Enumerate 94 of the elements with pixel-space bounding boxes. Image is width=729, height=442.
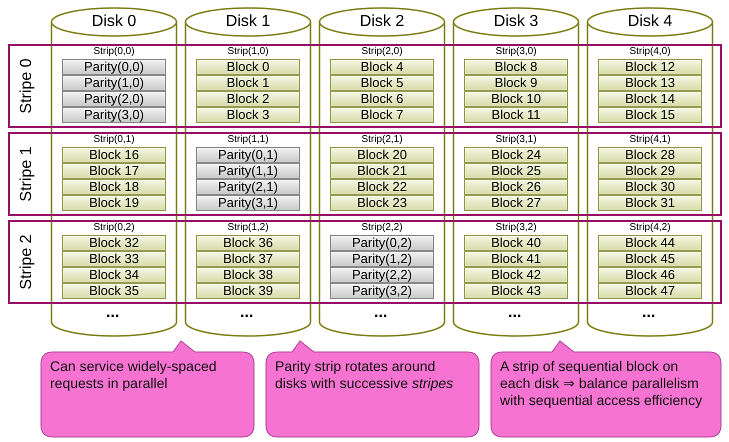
- data-block: Block 14: [598, 91, 702, 107]
- data-block: Block 40: [464, 235, 568, 251]
- strip-label: Strip(3,0): [494, 46, 538, 58]
- data-block: Block 23: [330, 195, 434, 211]
- strip-label: Strip(1,2): [226, 222, 270, 234]
- parity-block: Parity(2,0): [62, 91, 166, 107]
- disk-label: Disk 3: [492, 12, 540, 32]
- data-block: Block 20: [330, 147, 434, 163]
- data-block: Block 45: [598, 251, 702, 267]
- data-block: Block 26: [464, 179, 568, 195]
- data-block: Block 9: [464, 75, 568, 91]
- stripe-band: [8, 44, 722, 128]
- data-block: Block 17: [62, 163, 166, 179]
- data-block: Block 30: [598, 179, 702, 195]
- data-block: Block 16: [62, 147, 166, 163]
- data-block: Block 38: [196, 267, 300, 283]
- data-block: Block 8: [464, 59, 568, 75]
- data-block: Block 31: [598, 195, 702, 211]
- data-block: Block 36: [196, 235, 300, 251]
- disk-label: Disk 0: [90, 12, 138, 32]
- data-block: Block 37: [196, 251, 300, 267]
- data-block: Block 24: [464, 147, 568, 163]
- data-block: Block 7: [330, 107, 434, 123]
- data-block: Block 43: [464, 283, 568, 299]
- data-block: Block 21: [330, 163, 434, 179]
- strip-label: Strip(3,2): [494, 222, 538, 234]
- strip-label: Strip(1,0): [226, 46, 270, 58]
- stripe-label: Stripe 2: [17, 233, 36, 292]
- data-block: Block 19: [62, 195, 166, 211]
- strip-label: Strip(0,0): [92, 46, 136, 58]
- stripe-band: [8, 220, 722, 304]
- data-block: Block 6: [330, 91, 434, 107]
- data-block: Block 2: [196, 91, 300, 107]
- strip-label: Strip(4,0): [628, 46, 672, 58]
- data-block: Block 10: [464, 91, 568, 107]
- parity-block: Parity(3,1): [196, 195, 300, 211]
- data-block: Block 35: [62, 283, 166, 299]
- data-block: Block 15: [598, 107, 702, 123]
- data-block: Block 41: [464, 251, 568, 267]
- continuation-dots: ...: [508, 306, 522, 320]
- continuation-dots: ...: [642, 306, 656, 320]
- data-block: Block 13: [598, 75, 702, 91]
- continuation-dots: ...: [240, 306, 254, 320]
- data-block: Block 4: [330, 59, 434, 75]
- data-block: Block 28: [598, 147, 702, 163]
- strip-label: Strip(1,1): [226, 134, 270, 146]
- strip-label: Strip(0,2): [92, 222, 136, 234]
- disk-label: Disk 2: [358, 12, 406, 32]
- parity-block: Parity(0,1): [196, 147, 300, 163]
- strip-label: Strip(0,1): [92, 134, 136, 146]
- strip-label: Strip(4,1): [628, 134, 672, 146]
- continuation-dots: ...: [374, 306, 388, 320]
- callout-text: Parity strip rotates around disks with successive stripes: [275, 358, 454, 392]
- strip-label: Strip(2,2): [360, 222, 404, 234]
- parity-block: Parity(1,1): [196, 163, 300, 179]
- stripe-label: Stripe 1: [17, 145, 36, 204]
- strip-label: Strip(2,1): [360, 134, 404, 146]
- callout-text: Can service widely-spaced requests in parallel: [50, 358, 218, 392]
- callout-text: A strip of sequential block on each disk ⇒ balance parallelism with sequential access efficiency: [500, 358, 704, 409]
- parity-block: Parity(3,0): [62, 107, 166, 123]
- data-block: Block 3: [196, 107, 300, 123]
- data-block: Block 11: [464, 107, 568, 123]
- data-block: Block 22: [330, 179, 434, 195]
- parity-block: Parity(2,2): [330, 267, 434, 283]
- disk-label: Disk 4: [626, 12, 674, 32]
- data-block: Block 0: [196, 59, 300, 75]
- data-block: Block 27: [464, 195, 568, 211]
- data-block: Block 33: [62, 251, 166, 267]
- data-block: Block 5: [330, 75, 434, 91]
- data-block: Block 32: [62, 235, 166, 251]
- stripe-band: [8, 132, 722, 216]
- parity-block: Parity(3,2): [330, 283, 434, 299]
- parity-block: Parity(1,0): [62, 75, 166, 91]
- continuation-dots: ...: [106, 306, 120, 320]
- data-block: Block 25: [464, 163, 568, 179]
- strip-label: Strip(2,0): [360, 46, 404, 58]
- parity-block: Parity(0,0): [62, 59, 166, 75]
- data-block: Block 46: [598, 267, 702, 283]
- disk-label: Disk 1: [224, 12, 272, 32]
- data-block: Block 1: [196, 75, 300, 91]
- data-block: Block 39: [196, 283, 300, 299]
- stripe-label: Stripe 0: [17, 57, 36, 116]
- parity-block: Parity(2,1): [196, 179, 300, 195]
- data-block: Block 47: [598, 283, 702, 299]
- data-block: Block 34: [62, 267, 166, 283]
- strip-label: Strip(4,2): [628, 222, 672, 234]
- data-block: Block 44: [598, 235, 702, 251]
- data-block: Block 12: [598, 59, 702, 75]
- parity-block: Parity(1,2): [330, 251, 434, 267]
- parity-block: Parity(0,2): [330, 235, 434, 251]
- data-block: Block 18: [62, 179, 166, 195]
- data-block: Block 29: [598, 163, 702, 179]
- data-block: Block 42: [464, 267, 568, 283]
- strip-label: Strip(3,1): [494, 134, 538, 146]
